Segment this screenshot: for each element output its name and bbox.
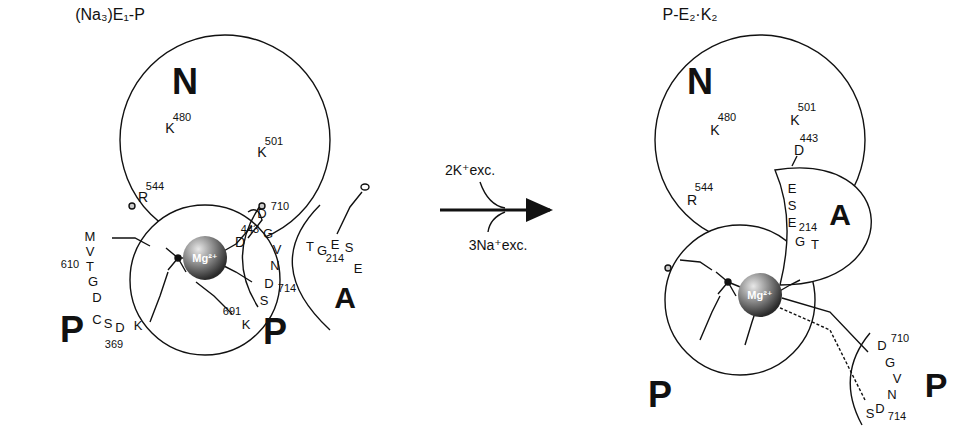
- domain-letter: N: [172, 64, 198, 100]
- domain-letter: Mg²⁺: [192, 253, 217, 264]
- residue-letter: S: [345, 241, 354, 254]
- domain-region: PD710GVND714S: [243, 200, 293, 310]
- residue-number: 214: [799, 222, 817, 233]
- residue-letter: E: [331, 238, 340, 251]
- residue-letter: D: [235, 235, 245, 249]
- domain-region: AESE214GT: [775, 160, 885, 290]
- domain-region: PMVT610GDCSD369KK691Mg²⁺: [130, 205, 280, 355]
- residue-letter: D: [264, 277, 273, 290]
- residue-number: 544: [695, 182, 713, 193]
- residue-letter: V: [893, 372, 902, 385]
- residue-number: 501: [798, 102, 816, 113]
- residue-letter: K: [790, 113, 799, 127]
- residue-letter: E: [788, 182, 797, 195]
- residue-letter: G: [795, 235, 805, 248]
- domain-region: Mg²⁺: [738, 273, 782, 317]
- residue-letter: G: [317, 244, 327, 257]
- residue-letter: R: [138, 190, 148, 204]
- residue-number: 443: [800, 133, 818, 144]
- residue-number: 610: [61, 259, 79, 270]
- state-title: (Na₃)E₁-P: [75, 7, 145, 23]
- residue-number: 710: [891, 333, 909, 344]
- residue-number: 501: [265, 136, 283, 147]
- domain-letter: P: [925, 368, 948, 402]
- domain-region: Mg²⁺: [183, 236, 227, 280]
- domain-letter: A: [334, 283, 356, 313]
- residue-letter: N: [887, 388, 896, 401]
- residue-number: 714: [888, 411, 906, 422]
- residue-number: 443: [241, 224, 259, 235]
- residue-letter: S: [104, 317, 113, 330]
- residue-letter: K: [710, 123, 719, 137]
- domain-letter: P: [263, 314, 287, 350]
- residue-letter: D: [115, 321, 124, 334]
- residue-letter: T: [306, 240, 314, 253]
- residue-number: 714: [278, 283, 296, 294]
- ion-label: 2K⁺exc.: [445, 163, 495, 177]
- residue-number: 369: [105, 339, 123, 350]
- residue-letter: G: [885, 356, 895, 369]
- residue-letter: D: [794, 143, 804, 157]
- residue-letter: M: [85, 230, 96, 243]
- state-title: P-E₂·K₂: [662, 7, 717, 23]
- residue-letter: S: [788, 199, 797, 212]
- residue-number: 691: [223, 306, 241, 317]
- residue-letter: K: [257, 145, 266, 159]
- domain-region: ATGE214SE: [295, 200, 365, 335]
- residue-letter: S: [260, 294, 269, 307]
- residue-letter: D: [257, 207, 266, 220]
- domain-letter: A: [829, 200, 851, 230]
- residue-letter: E: [354, 262, 363, 275]
- residue-letter: V: [86, 245, 95, 258]
- residue-letter: N: [270, 259, 279, 272]
- residue-letter: V: [273, 243, 282, 256]
- ion-label: 3Na⁺exc.: [469, 238, 528, 252]
- residue-number: 544: [146, 181, 164, 192]
- residue-letter: G: [88, 275, 98, 288]
- domain-region: PMg²⁺: [665, 225, 815, 375]
- residue-letter: R: [687, 193, 697, 207]
- residue-letter: D: [877, 339, 886, 352]
- residue-letter: S: [866, 407, 875, 420]
- residue-letter: D: [92, 291, 101, 304]
- domain-region: PD710GVND714S: [835, 330, 945, 428]
- residue-letter: C: [92, 313, 101, 326]
- residue-letter: K: [242, 318, 251, 331]
- domain-letter: P: [648, 377, 672, 413]
- residue-number: 710: [271, 201, 289, 212]
- residue-number: 480: [718, 112, 736, 123]
- residue-letter: G: [263, 227, 273, 240]
- residue-letter: E: [788, 216, 797, 229]
- residue-letter: T: [86, 260, 94, 273]
- domain-letter: N: [687, 64, 713, 100]
- residue-letter: T: [811, 238, 819, 251]
- domain-letter: Mg²⁺: [747, 290, 772, 301]
- residue-number: 214: [326, 253, 344, 264]
- residue-number: 480: [173, 112, 191, 123]
- residue-letter: D: [875, 402, 884, 415]
- residue-letter: K: [165, 121, 174, 135]
- domain-letter: P: [60, 312, 84, 348]
- domain-region: NK480K501R544D443: [120, 32, 330, 242]
- residue-letter: K: [134, 319, 143, 332]
